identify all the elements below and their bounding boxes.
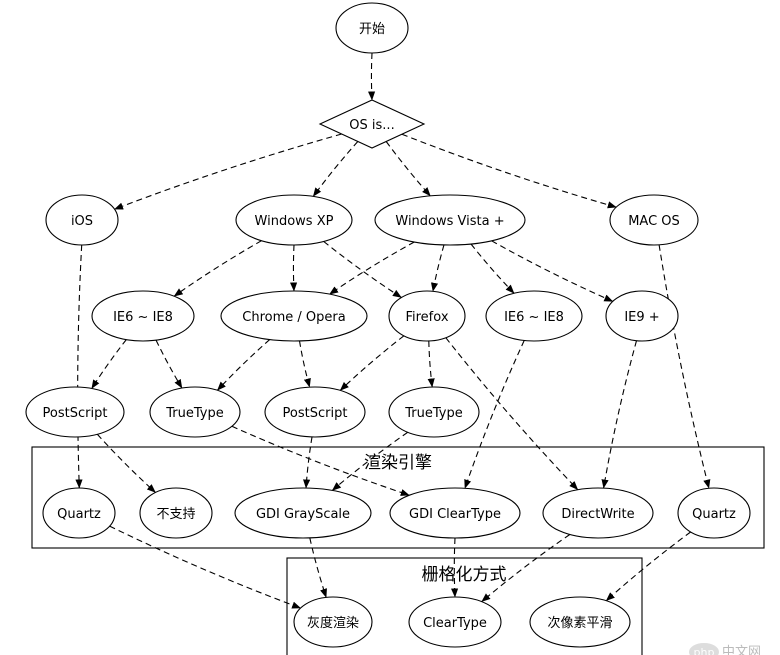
node-mac-os: MAC OS: [609, 194, 699, 246]
edge-quartz-2-to-subpixel: [605, 531, 691, 602]
edge-gdi-grayscale-to-grayscale-render: [309, 537, 327, 598]
node-ios: iOS: [45, 194, 119, 246]
cluster-rasterization: 栅格化方式: [286, 557, 643, 655]
edge-os-is-to-macos: [401, 133, 617, 209]
svg-text:IE6 ~ IE8: IE6 ~ IE8: [504, 310, 564, 325]
node-cleartype: ClearType: [408, 596, 502, 648]
node-windows-xp: Windows XP: [235, 194, 353, 246]
svg-text:Firefox: Firefox: [405, 310, 448, 325]
node-os-is-decision: OS is...: [318, 99, 426, 149]
node-subpixel-smoothing: 次像素平滑: [529, 596, 631, 648]
edge-postscript-2-to-gdi-grayscale: [303, 436, 313, 489]
edge-chrome-opera-to-truetype-1: [216, 339, 271, 391]
node-truetype-1: TrueType: [149, 386, 241, 438]
edge-winvista-to-ie9: [491, 240, 614, 302]
svg-text:IE9 +: IE9 +: [624, 310, 659, 325]
edge-winxp-to-firefox: [323, 241, 402, 298]
edge-directwrite-to-cleartype: [481, 534, 571, 603]
svg-text:IE6 ~ IE8: IE6 ~ IE8: [113, 310, 173, 325]
svg-text:ClearType: ClearType: [423, 616, 487, 631]
edge-os-is-to-winvista: [385, 141, 431, 197]
edge-chrome-opera-to-postscript-2: [298, 340, 311, 388]
edges-layer: [75, 52, 711, 609]
svg-text:Chrome / Opera: Chrome / Opera: [242, 310, 345, 325]
edge-ie6-xp-to-truetype-1: [155, 339, 183, 389]
edge-gdi-cleartype-to-cleartype: [450, 537, 459, 598]
node-postscript-2: PostScript: [264, 386, 366, 438]
svg-text:灰度渲染: 灰度渲染: [307, 615, 359, 631]
edge-winvista-to-chrome-opera: [329, 241, 415, 295]
edge-ios-to-quartz-1: [75, 244, 83, 489]
node-firefox: Firefox: [388, 290, 466, 342]
node-start: 开始: [335, 2, 409, 54]
node-windows-vista: Windows Vista +: [374, 194, 526, 246]
node-ie6-ie8-vista: IE6 ~ IE8: [485, 290, 583, 342]
node-unsupported: 不支持: [139, 487, 213, 539]
edge-firefox-to-truetype-2: [427, 340, 435, 388]
edge-macos-to-quartz-2: [658, 244, 711, 489]
watermark-badge: php: [694, 646, 715, 655]
watermark-badge-icon: [689, 643, 719, 655]
svg-text:PostScript: PostScript: [43, 406, 108, 421]
nodes-layer: 开始 OS is... iOS Windows XP Windows Vista…: [25, 2, 751, 648]
edge-start-to-os-is: [368, 52, 376, 101]
node-postscript-1: PostScript: [25, 386, 125, 438]
svg-text:次像素平滑: 次像素平滑: [547, 615, 612, 631]
svg-text:TrueType: TrueType: [165, 406, 223, 421]
svg-text:Windows Vista +: Windows Vista +: [395, 214, 504, 229]
node-grayscale-render: 灰度渲染: [293, 596, 373, 648]
watermark: php 中文网: [689, 643, 761, 655]
svg-text:TrueType: TrueType: [404, 406, 462, 421]
node-gdi-cleartype: GDI ClearType: [389, 487, 521, 539]
svg-text:iOS: iOS: [71, 214, 93, 229]
svg-text:GDI GrayScale: GDI GrayScale: [256, 507, 350, 522]
svg-text:Quartz: Quartz: [57, 507, 101, 522]
edge-quartz-1-to-grayscale-render: [109, 525, 302, 609]
svg-text:PostScript: PostScript: [283, 406, 348, 421]
node-chrome-opera: Chrome / Opera: [220, 290, 368, 342]
node-ie6-ie8-xp: IE6 ~ IE8: [91, 290, 195, 342]
svg-text:DirectWrite: DirectWrite: [561, 507, 634, 522]
cluster-render-engine-label: 渲染引擎: [364, 453, 432, 473]
svg-text:OS is...: OS is...: [349, 118, 394, 133]
watermark-text: 中文网: [722, 645, 761, 655]
cluster-rasterization-label: 栅格化方式: [422, 565, 507, 585]
edge-firefox-to-directwrite: [445, 337, 579, 491]
svg-text:Windows XP: Windows XP: [255, 214, 334, 229]
edge-winvista-to-firefox: [430, 244, 445, 292]
edge-os-is-to-winxp: [312, 141, 359, 197]
node-ie9-plus: IE9 +: [605, 290, 679, 342]
node-quartz-2: Quartz: [677, 487, 751, 539]
svg-text:GDI ClearType: GDI ClearType: [409, 507, 501, 522]
node-gdi-grayscale: GDI GrayScale: [234, 487, 372, 539]
edge-truetype-2-to-gdi-grayscale: [331, 431, 409, 491]
cluster-render-engine: 渲染引擎: [31, 446, 765, 549]
edge-winxp-to-ie6-xp: [173, 240, 262, 297]
node-directwrite: DirectWrite: [542, 487, 654, 539]
node-quartz-1: Quartz: [42, 487, 116, 539]
edge-truetype-1-to-gdi-cleartype: [231, 425, 410, 496]
edge-ie6-xp-to-postscript-1: [91, 339, 127, 389]
edge-postscript-1-to-unsupported: [96, 433, 156, 493]
node-truetype-2: TrueType: [388, 386, 480, 438]
svg-text:不支持: 不支持: [156, 507, 195, 522]
edge-ie6-vista-to-gdi-cleartype: [464, 340, 525, 489]
svg-text:MAC OS: MAC OS: [628, 214, 680, 229]
svg-text:开始: 开始: [359, 22, 385, 37]
edge-winxp-to-chrome-opera: [289, 244, 298, 292]
edge-firefox-to-postscript-2: [339, 335, 405, 391]
svg-text:Quartz: Quartz: [692, 507, 736, 522]
edge-ie9-to-directwrite: [601, 340, 638, 489]
edge-winvista-to-ie6-vista: [470, 243, 515, 294]
